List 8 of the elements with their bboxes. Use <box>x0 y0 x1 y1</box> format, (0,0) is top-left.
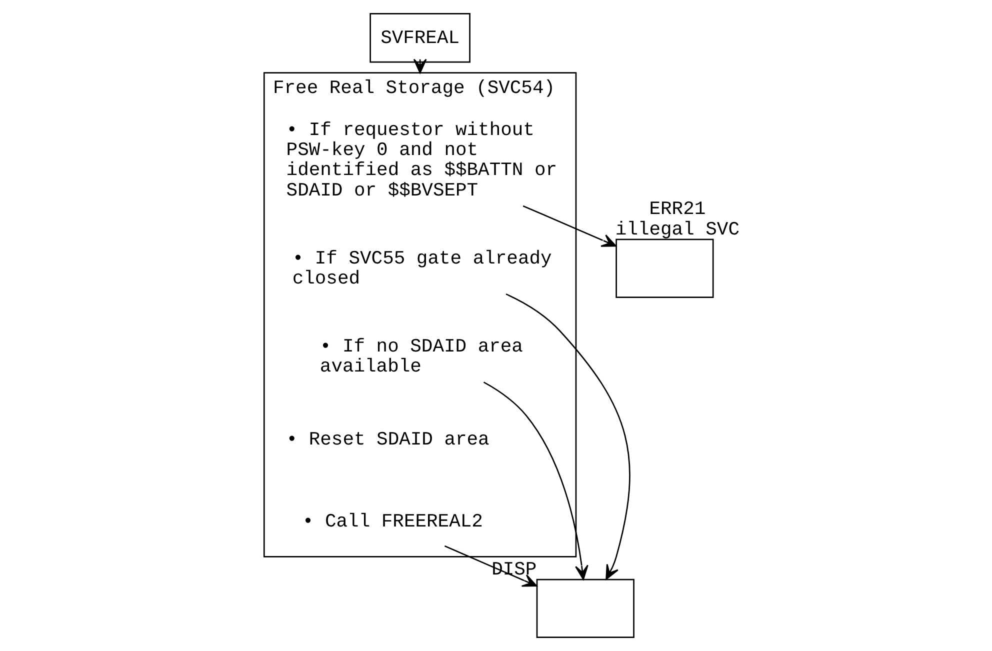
node-label: DISP <box>492 558 537 580</box>
node-text: • If requestor without PSW-key 0 and not identified as $$BATTN or SDAID or $$BVSEPT <box>286 118 558 202</box>
node-text: • Reset SDAID area <box>286 428 490 451</box>
node-text: • Call FREEREAL2 <box>302 510 483 533</box>
node-label: illegal SVC <box>615 218 740 240</box>
node-label: ERR21 <box>649 198 706 220</box>
node-text: • If SVC55 gate already closed <box>292 247 552 290</box>
node-text: • If no SDAID area available <box>320 335 523 378</box>
